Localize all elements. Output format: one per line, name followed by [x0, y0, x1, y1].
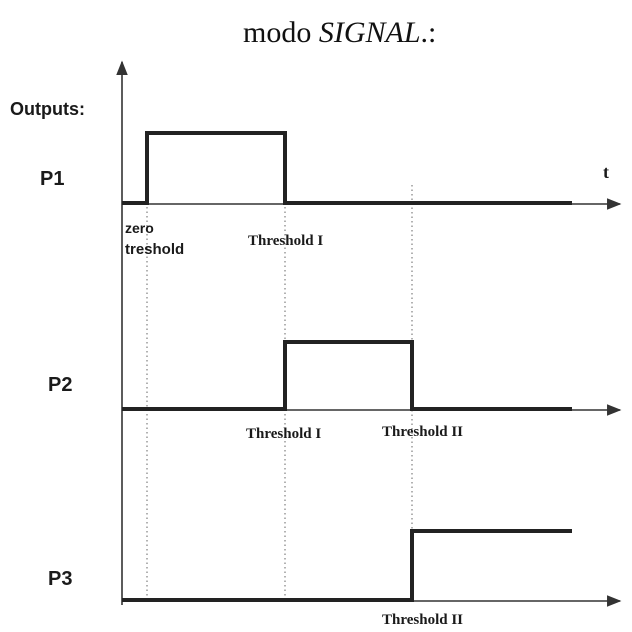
signal-p1 [122, 131, 572, 205]
threshold-2-label-p3: Threshold II [382, 612, 463, 628]
zero-threshold-label-line2: treshold [125, 241, 184, 258]
signal-p2 [122, 340, 572, 411]
channel-label-p2: P2 [48, 374, 72, 396]
channel-label-p3: P3 [48, 568, 72, 590]
threshold-1-label-p1: Threshold I [248, 233, 323, 249]
time-label: t [603, 162, 609, 182]
outputs-label: Outputs: [10, 99, 85, 119]
diagram-title: modo SIGNAL.: [243, 16, 436, 49]
zero-threshold-label: zero [125, 220, 154, 236]
channel-label-p1: P1 [40, 168, 64, 190]
signal-p3 [122, 529, 572, 602]
threshold-2-label-p2: Threshold II [382, 424, 463, 440]
threshold-1-label-p2: Threshold I [246, 426, 321, 442]
